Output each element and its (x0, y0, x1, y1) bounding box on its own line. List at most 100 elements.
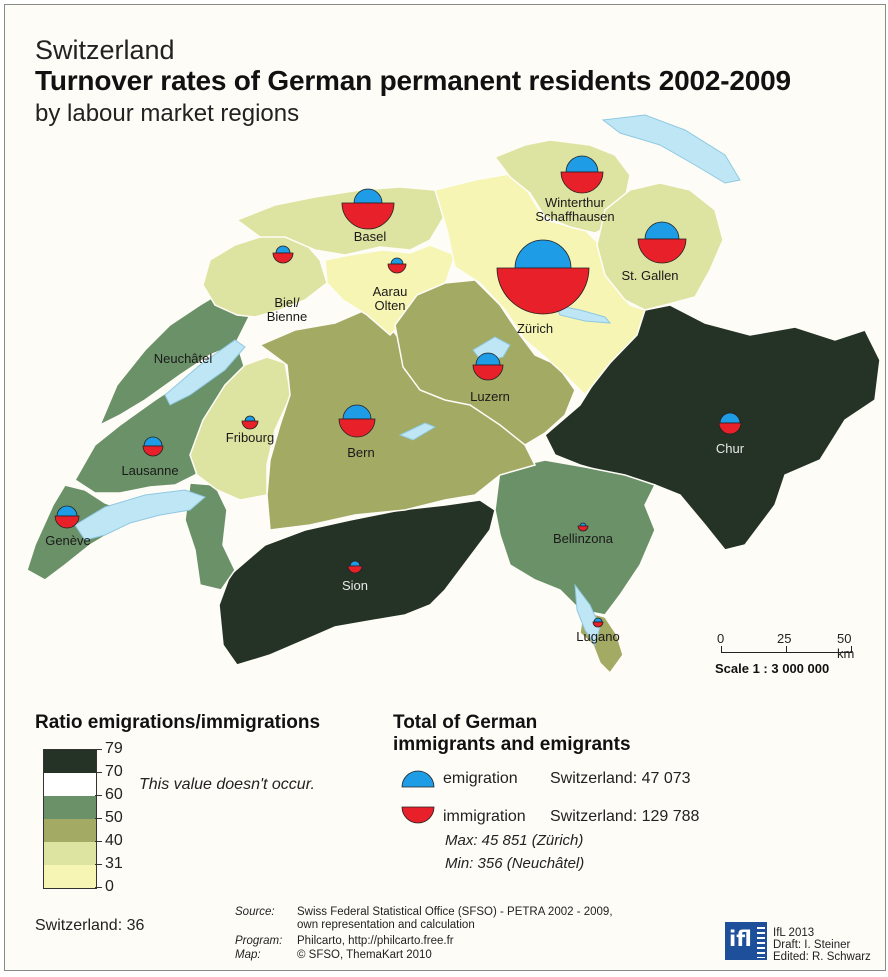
legend-max: Max: 45 851 (Zürich) (445, 832, 584, 849)
legend-symbols (401, 770, 435, 824)
legend-min: Min: 356 (Neuchâtel) (445, 855, 585, 872)
emigration-half (565, 155, 599, 173)
immigration-half (577, 525, 589, 532)
emigration-half (143, 436, 163, 447)
ramp-class (44, 750, 96, 773)
region-label: St. Gallen (621, 268, 678, 283)
legend-ratio-note: This value doesn't occur. (139, 776, 315, 793)
turnover-symbol (347, 560, 363, 574)
ramp-class (44, 773, 96, 796)
lake-geneva (74, 489, 206, 541)
region-label: Sion (342, 578, 368, 593)
emigration-half (719, 412, 741, 424)
immigration-half (142, 445, 164, 457)
emigration-label: emigration (443, 770, 518, 787)
legend-ratio-title: Ratio emigrations/immigrations (35, 712, 321, 733)
ramp-class (44, 796, 96, 819)
immigration-half (347, 565, 363, 574)
ratio-tick-label: 50 (105, 809, 123, 826)
region-label: Lausanne (121, 463, 178, 478)
region-label: Chur (716, 441, 745, 456)
map-figure: Switzerland Turnover rates of German per… (4, 4, 886, 971)
turnover-symbol (718, 412, 742, 435)
scale-tick-50: 50 km (837, 631, 855, 661)
credit-source: Source:Swiss Federal Statistical Office … (235, 906, 613, 918)
turnover-symbol (637, 221, 687, 264)
immigration-value: Switzerland: 129 788 (550, 808, 700, 825)
scale-tick-0: 0 (717, 631, 725, 646)
immigration-label: immigration (443, 808, 526, 825)
region-label: Luzern (470, 389, 510, 404)
legend-ratio-switzerland: Switzerland: 36 (35, 917, 145, 934)
legend-total-title-2: immigrants and emigrants (393, 734, 631, 755)
turnover-symbol (338, 404, 376, 438)
immigration-half (54, 515, 80, 529)
ratio-tick-label: 70 (105, 763, 123, 780)
immigration-half (592, 621, 604, 628)
ratio-tick-label: 79 (105, 740, 123, 757)
ratio-tick-label: 40 (105, 832, 123, 849)
immigration-half (637, 238, 687, 264)
turnover-symbol (496, 239, 590, 315)
title-country: Switzerland (35, 35, 175, 65)
lake-zurich (554, 304, 612, 324)
emigration-half (353, 188, 383, 204)
ramp-class (44, 842, 96, 865)
ifl-logo: ifl (725, 922, 767, 960)
immigration-half (560, 171, 604, 194)
region-label: Neuchâtel (154, 351, 213, 366)
immigration-half (338, 418, 376, 438)
emigration-symbol (401, 770, 435, 788)
lake-neuchatel (164, 339, 246, 406)
turnover-symbol (272, 245, 294, 264)
emigration-half (342, 404, 372, 420)
region-bellinzona (494, 459, 657, 616)
region-label: Zürich (517, 321, 553, 336)
title-sub: by labour market regions (35, 100, 300, 127)
legend-total-title-1: Total of German (393, 712, 538, 733)
turnover-symbol (387, 257, 407, 274)
credit-program: Program:Philcarto, http://philcarto.free… (235, 935, 454, 947)
immigration-half (241, 420, 259, 430)
region-label: Biel/Bienne (267, 295, 307, 324)
region-label: Lugano (576, 629, 619, 644)
region-label: Genève (45, 533, 91, 548)
turnover-symbol (142, 436, 164, 457)
turnover-symbol (341, 188, 395, 230)
immigration-half (718, 422, 742, 435)
ifl-credits: IfL 2013 Draft: I. Steiner Edited: R. Sc… (773, 927, 871, 963)
turnover-symbol (54, 505, 80, 529)
lake-lugano (574, 583, 601, 647)
region-label: Bern (347, 445, 374, 460)
emigration-value: Switzerland: 47 073 (550, 770, 691, 787)
emigration-half (475, 352, 501, 366)
turnover-symbol (472, 352, 504, 381)
emigration-half (579, 522, 587, 527)
ramp-class (44, 819, 96, 842)
region-sion (218, 499, 496, 666)
immigration-symbol (401, 806, 435, 824)
region-label: Basel (354, 229, 387, 244)
ratio-tick-label: 0 (105, 878, 114, 895)
title-main: Turnover rates of German permanent resid… (35, 65, 791, 96)
ratio-color-ramp (43, 749, 97, 889)
scale-tick-25: 25 (777, 631, 792, 646)
turnover-symbol (592, 617, 604, 628)
ramp-class (44, 865, 96, 888)
credit-source-2: own representation and calculation (297, 919, 475, 931)
region-label: Fribourg (226, 430, 274, 445)
ratio-tick-label: 31 (105, 855, 123, 872)
region-fribourg (189, 356, 292, 501)
immigration-half (387, 263, 407, 274)
region-lausanne-south (184, 482, 236, 591)
immigration-half (472, 364, 504, 381)
lake-constance (601, 114, 741, 184)
scale-bar: 0 25 50 km Scale 1 : 3 000 000 (715, 631, 865, 681)
emigration-half (644, 221, 680, 240)
credit-map: Map:© SFSO, ThemaKart 2010 (235, 949, 432, 961)
immigration-half (341, 202, 395, 230)
region-label: Bellinzona (553, 531, 614, 546)
